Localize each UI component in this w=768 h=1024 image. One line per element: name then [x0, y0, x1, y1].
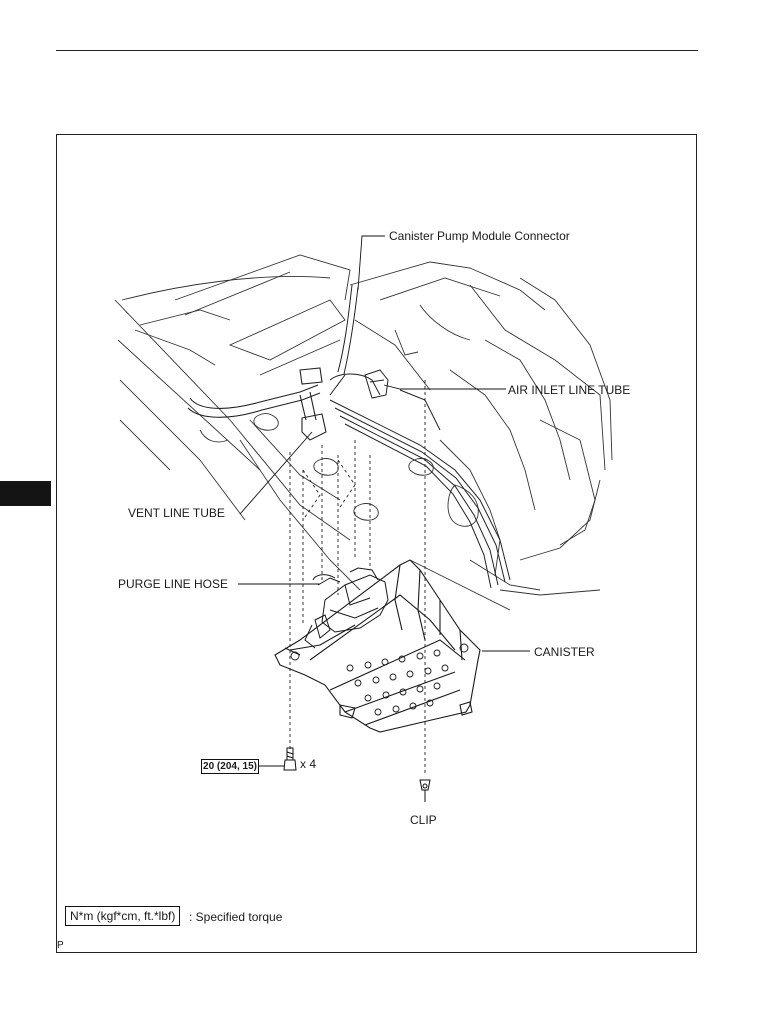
clip-icon [419, 779, 431, 802]
connector-label: Canister Pump Module Connector [389, 229, 570, 243]
torque-unit-legend: N*m (kgf*cm, ft.*lbf) [65, 906, 181, 926]
torque-legend-description: : Specified torque [189, 910, 283, 924]
header-rule [56, 50, 698, 51]
leader-lines [238, 235, 530, 767]
bolt-quantity: x 4 [300, 757, 317, 771]
canister-holes [290, 643, 469, 716]
diagram-frame [56, 134, 697, 953]
page-marker: P [57, 940, 64, 951]
alignment-lines [289, 380, 426, 775]
torque-value: 20 (204, 15) [201, 759, 259, 774]
vent-line-tube [187, 367, 327, 441]
section-tab [0, 481, 51, 506]
air-inlet-label: AIR INLET LINE TUBE [508, 383, 631, 397]
pump-module [304, 567, 389, 649]
canister-label: CANISTER [534, 645, 595, 659]
connector-wiring [329, 284, 389, 399]
clip-label: CLIP [410, 813, 437, 827]
fuel-lines [329, 374, 511, 589]
bolt-icon [283, 747, 297, 771]
canister-body [274, 559, 481, 733]
underbody-structure [114, 254, 613, 611]
vent-line-label: VENT LINE TUBE [128, 506, 225, 520]
purge-line-label: PURGE LINE HOSE [118, 577, 229, 591]
